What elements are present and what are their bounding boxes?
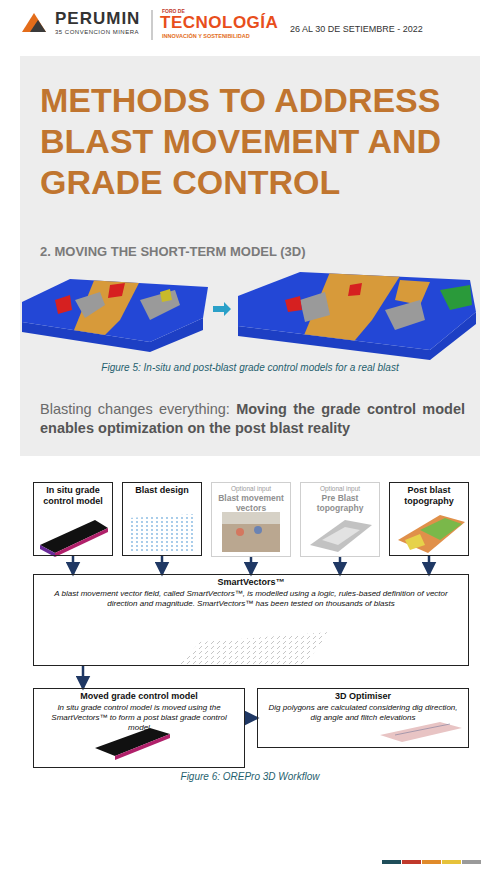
label-text: 2. MOVING THE SHORT-TERM MODEL (3D) <box>40 244 306 259</box>
process-box: SmartVectors™A blast movement vector fie… <box>33 574 469 666</box>
process-box: Post blast topography <box>389 482 469 556</box>
box-body: Dig polygons are calculated considering … <box>258 703 468 725</box>
process-box: Blast design <box>122 482 202 556</box>
pre-blast-topography-image <box>310 520 372 552</box>
box-heading: Moved grade control model <box>34 689 244 703</box>
grade-model-postblast <box>236 268 481 363</box>
label-text: PERUMIN <box>55 9 140 29</box>
box-heading: Blast design <box>123 483 201 497</box>
flow-arrow <box>161 556 164 574</box>
statement: Blasting changes everything: Moving the … <box>40 400 465 438</box>
label-text: INNOVACIÓN Y SOSTENIBILIDAD <box>162 33 250 39</box>
blast-photo-image <box>222 512 280 552</box>
logo <box>22 10 152 40</box>
flow-arrow <box>250 557 253 574</box>
box-heading: In situ grade control model <box>34 483 112 508</box>
box-heading: Optional input <box>212 483 290 493</box>
box-body: Pre Blast topography <box>301 493 379 514</box>
box-heading: Optional input <box>301 483 379 493</box>
label-text: 35 CONVENCION MINERA <box>55 29 139 35</box>
box-heading: SmartVectors™ <box>34 575 468 589</box>
box-heading: Post blast topography <box>390 483 468 508</box>
grade-model-insitu <box>20 270 215 352</box>
color-bar <box>382 860 481 864</box>
process-box: Optional inputBlast movement vectors <box>211 482 291 557</box>
box-body: A blast movement vector field, called Sm… <box>34 589 468 611</box>
panel <box>20 56 480 456</box>
process-box: Moved grade control modelIn situ grade c… <box>33 688 245 768</box>
blast-design-image <box>128 514 196 552</box>
arrow-symbol <box>213 302 231 316</box>
label-text: 26 AL 30 DE SETIEMBRE - 2022 <box>290 24 423 34</box>
flow-arrow <box>245 717 257 720</box>
label-text: TECNOLOGÍA <box>160 13 278 33</box>
process-box: 3D OptimiserDig polygons are calculated … <box>257 688 469 748</box>
flow-arrow <box>428 556 431 574</box>
box-body: In situ grade control model is moved usi… <box>34 703 244 735</box>
statement-text: Blasting changes everything: <box>40 401 230 417</box>
flow-arrow <box>72 556 75 574</box>
caption: Figure 6: OREPro 3D Workflow <box>30 771 470 782</box>
post-blast-topography-image <box>398 515 465 553</box>
optimiser-image <box>380 722 462 742</box>
flow-arrow <box>82 666 85 688</box>
box-heading: 3D Optimiser <box>258 689 468 703</box>
process-box: Optional inputPre Blast topography <box>300 482 380 557</box>
label-text: Figure 5: In-situ and post-blast grade c… <box>30 362 470 373</box>
title: METHODS TO ADDRESS BLAST MOVEMENT AND GR… <box>40 80 470 203</box>
process-box: In situ grade control model <box>33 482 113 556</box>
moved-model-image <box>95 728 170 760</box>
insitu-model-image <box>40 520 108 557</box>
flow-arrow <box>339 557 342 574</box>
vector-field-image <box>180 632 330 664</box>
box-body: Blast movement vectors <box>212 493 290 514</box>
